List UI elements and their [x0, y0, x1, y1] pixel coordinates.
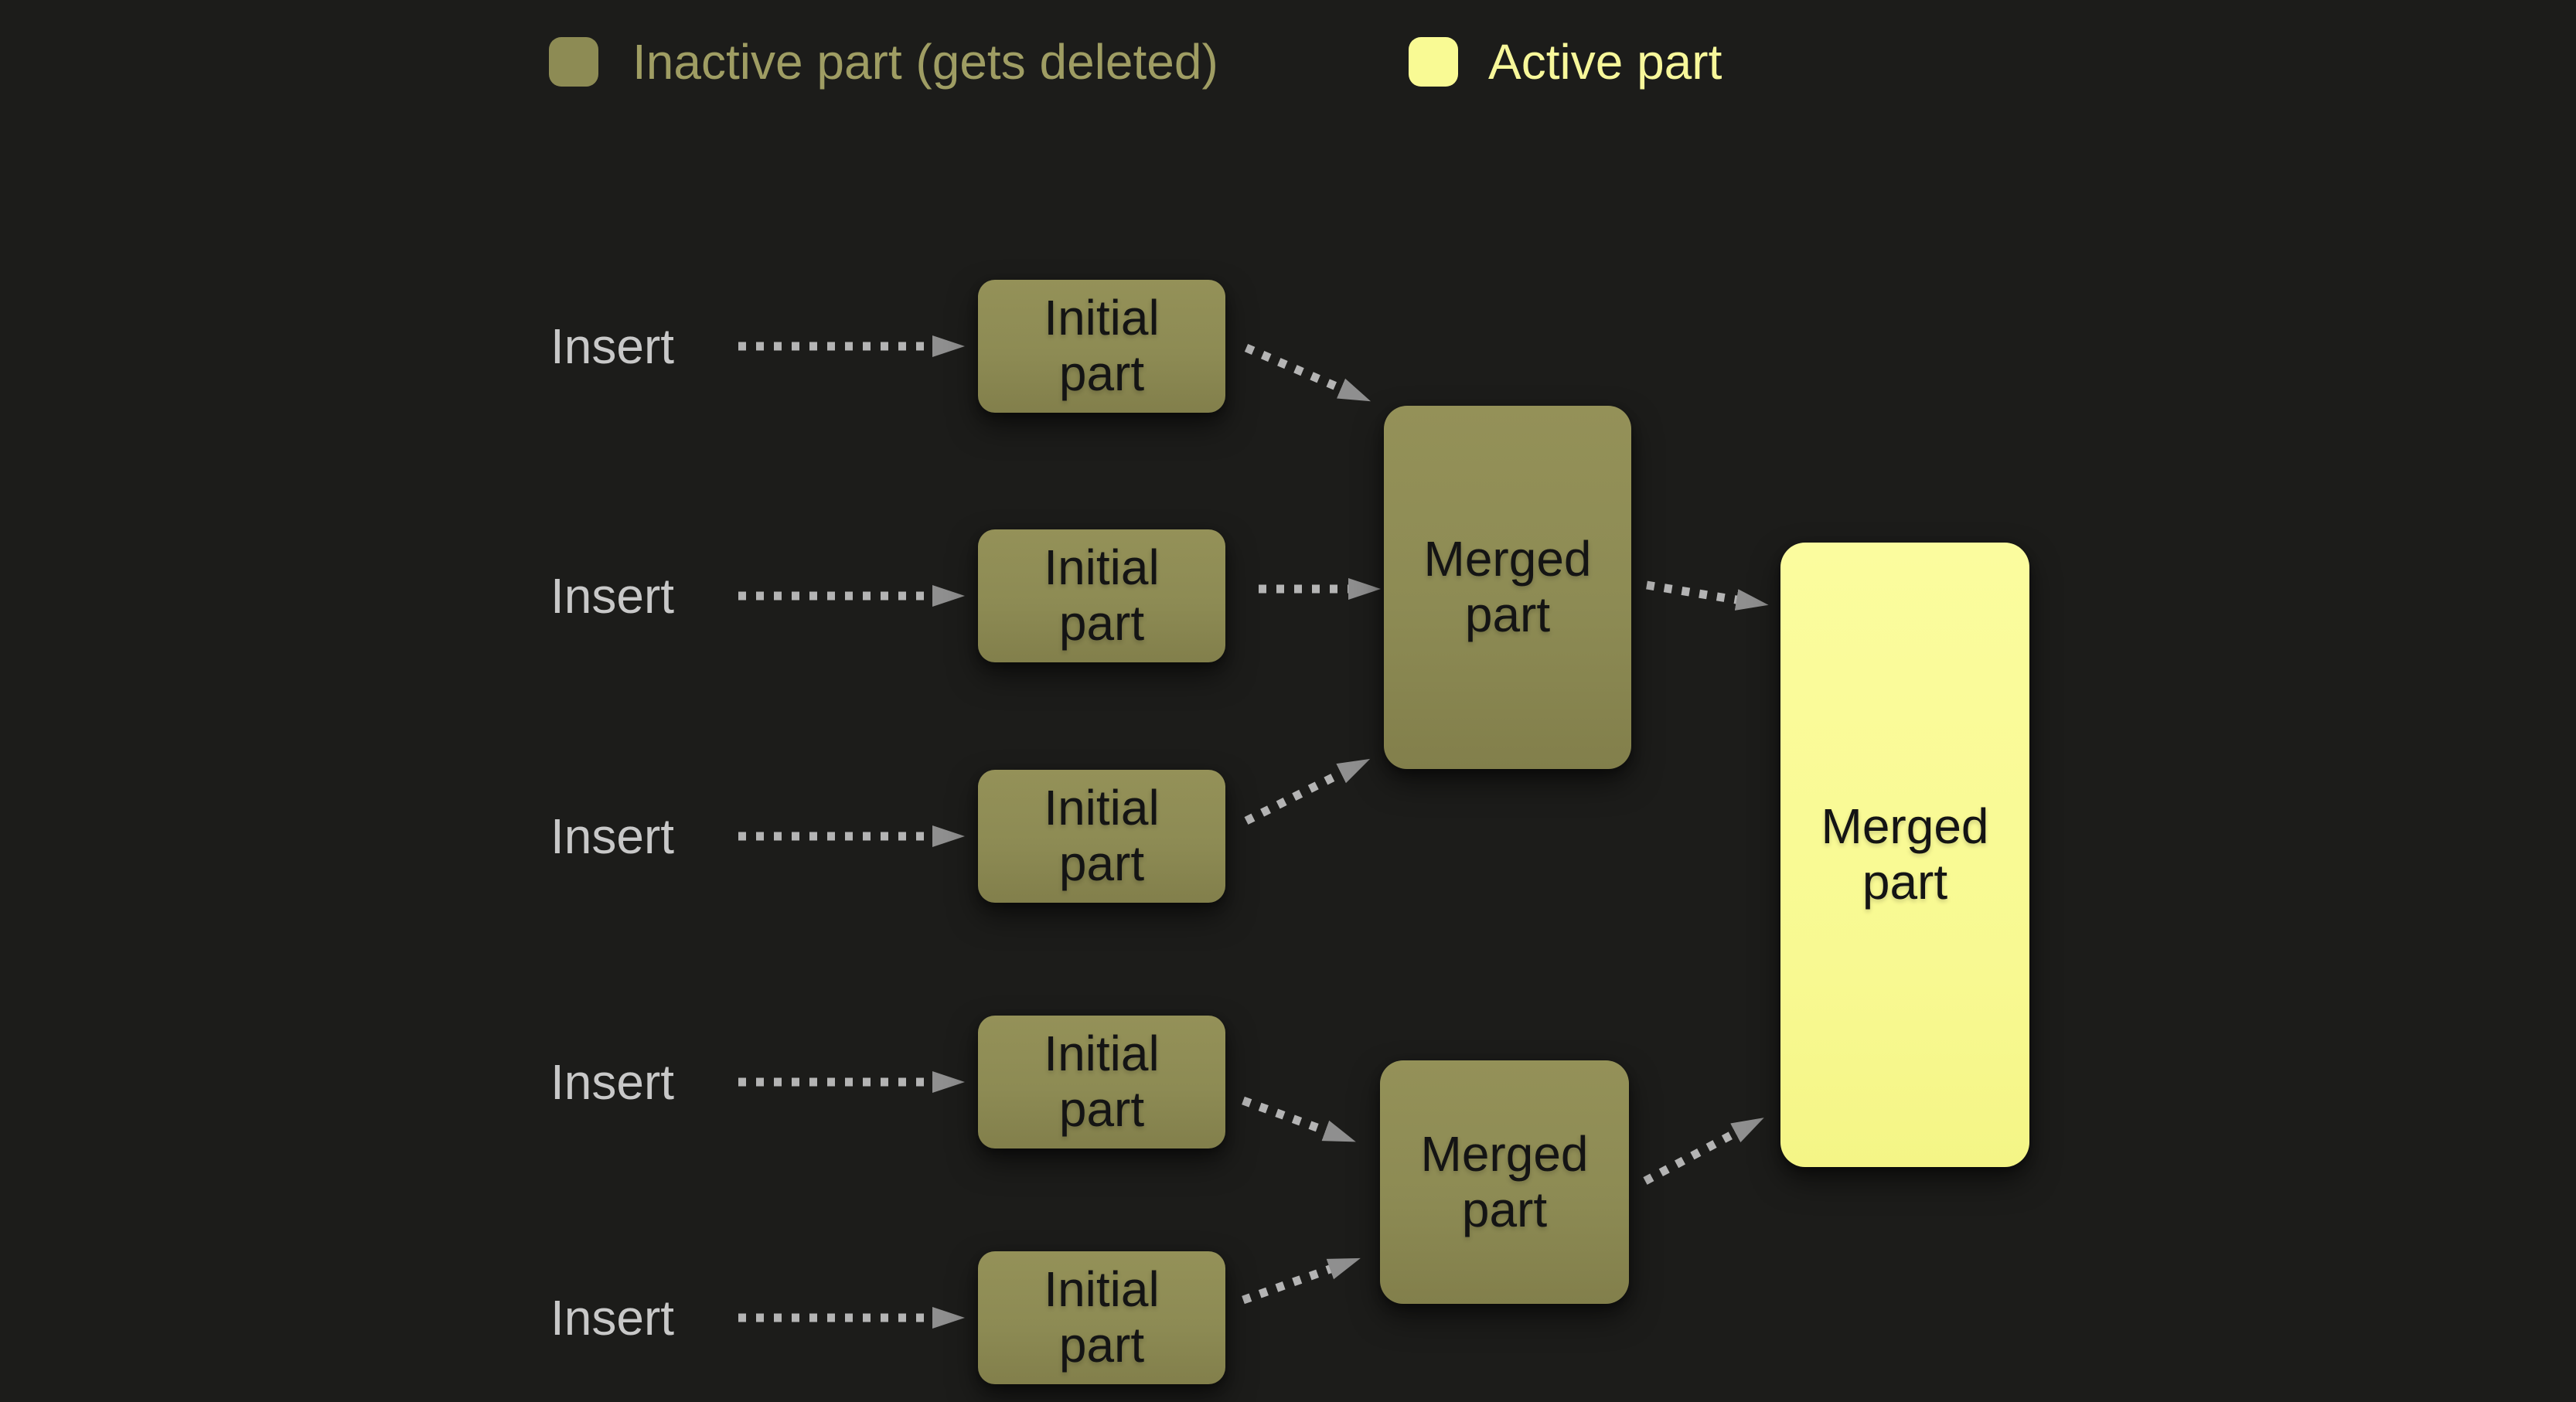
arrow-initial3-to-merged-top [1244, 758, 1371, 825]
insert-label-4: Insert [550, 1054, 675, 1110]
arrow-initial1-to-merged-top [1244, 343, 1371, 402]
initial-part-node-4: Initial part [978, 1016, 1225, 1148]
legend-active-label: Active part [1488, 34, 1722, 90]
legend-inactive-label: Inactive part (gets deleted) [632, 34, 1218, 90]
final-merged-part-node: Merged part [1780, 543, 2029, 1167]
arrow-merged-bottom-to-final [1643, 1118, 1764, 1185]
merged-part-node-top: Merged part [1384, 406, 1631, 769]
arrow-merged-top-to-final [1646, 580, 1769, 611]
insert-label-5: Insert [550, 1290, 675, 1346]
arrow-initial4-to-merged-bottom [1242, 1096, 1356, 1142]
initial-part-node-3: Initial part [978, 770, 1225, 903]
legend-inactive-swatch [549, 37, 598, 87]
insert-label-3: Insert [550, 808, 675, 864]
legend-active-swatch [1409, 37, 1458, 87]
merged-part-node-bottom: Merged part [1380, 1060, 1629, 1304]
arrow-initial5-to-merged-bottom [1242, 1257, 1361, 1305]
insert-label-2: Insert [550, 568, 675, 624]
initial-part-node-1: Initial part [978, 280, 1225, 413]
insert-label-1: Insert [550, 318, 675, 374]
initial-part-node-2: Initial part [978, 529, 1225, 662]
initial-part-node-5: Initial part [978, 1251, 1225, 1384]
